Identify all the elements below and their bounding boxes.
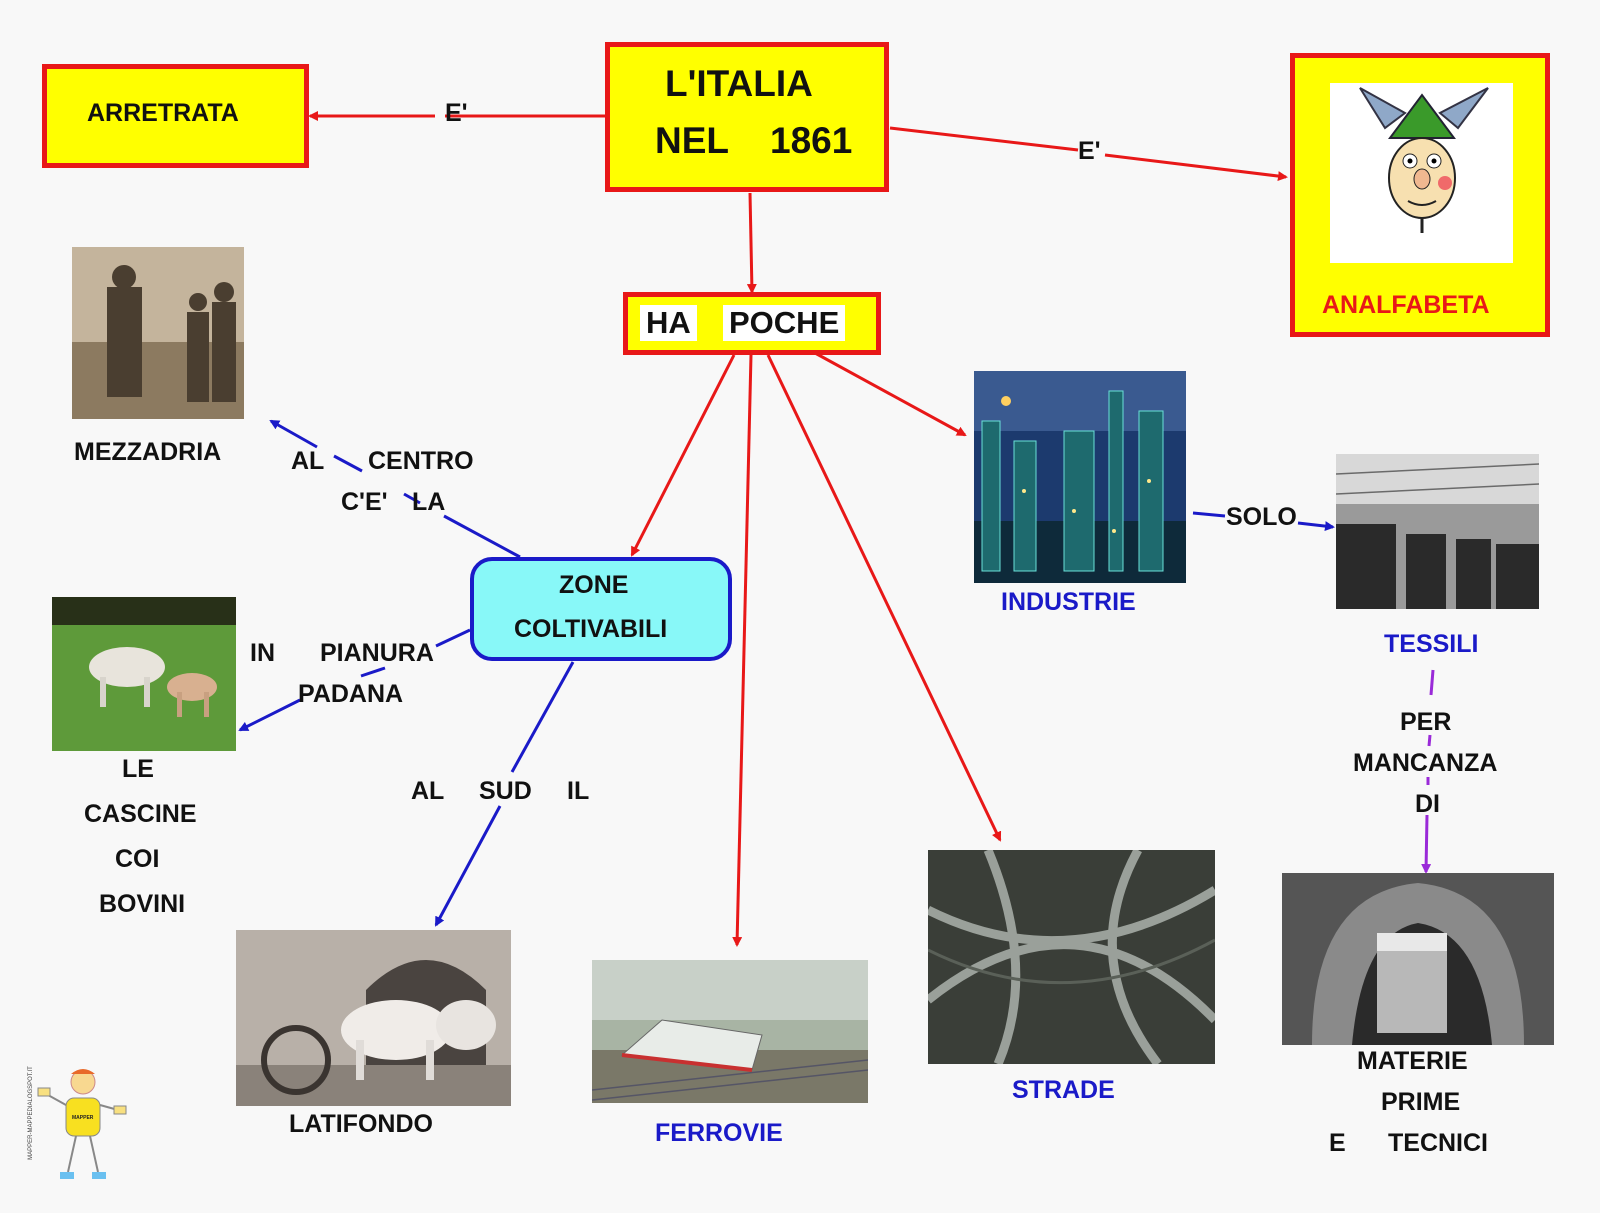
cascine-line2: CASCINE bbox=[84, 800, 197, 828]
clown-image bbox=[1330, 83, 1513, 263]
pianura-link-padana: PADANA bbox=[298, 680, 404, 708]
zone-line1: ZONE bbox=[559, 571, 629, 599]
link-e-left: E' bbox=[445, 99, 468, 127]
tessili-image bbox=[1336, 454, 1539, 609]
centro-link-la: LA bbox=[412, 488, 446, 516]
arrow-to-zone bbox=[630, 354, 736, 557]
materie-tecnici: TECNICI bbox=[1388, 1129, 1488, 1157]
ferrovie-image bbox=[592, 960, 868, 1103]
sud-link-il: IL bbox=[567, 777, 590, 805]
arrow-to-tessili bbox=[1192, 511, 1226, 518]
arrow-to-strade bbox=[766, 354, 1002, 842]
sud-link-sud: SUD bbox=[479, 777, 532, 805]
centro-link-al: AL bbox=[291, 447, 325, 475]
industrie-image bbox=[974, 371, 1186, 583]
analfabeta-label: ANALFABETA bbox=[1322, 291, 1490, 319]
pianura-link-in: IN bbox=[250, 639, 275, 667]
analfabeta-node: ANALFABETA bbox=[1290, 53, 1550, 337]
ha-poche-node: HA POCHE bbox=[623, 292, 881, 355]
mezzadria-label: MEZZADRIA bbox=[74, 438, 222, 466]
arretrata-node: ARRETRATA bbox=[42, 64, 309, 168]
zone-coltivabili-node: ZONE COLTIVABILI bbox=[470, 557, 732, 661]
strade-label: STRADE bbox=[1012, 1076, 1115, 1104]
cascine-image bbox=[52, 597, 236, 751]
arrow-to-industrie bbox=[814, 351, 967, 437]
arrow-to-ferrovie bbox=[732, 354, 753, 947]
centro-link-centro: CENTRO bbox=[368, 447, 474, 475]
link-e-right: E' bbox=[1078, 137, 1101, 165]
cascine-line4: BOVINI bbox=[99, 890, 186, 918]
arrow-to-mezzadria bbox=[443, 514, 521, 559]
mancanza-link-mancanza: MANCANZA bbox=[1353, 749, 1498, 777]
materie-e: E bbox=[1329, 1129, 1346, 1157]
mapper-logo: MAPPER-MAPPEDIALOGSPOT.IT MAPPER bbox=[28, 1060, 128, 1190]
mezzadria-image bbox=[72, 247, 244, 419]
materie-line1: MATERIE bbox=[1357, 1047, 1468, 1075]
arrow-to-analfabeta bbox=[889, 126, 1079, 152]
ha-label: HA bbox=[640, 305, 697, 341]
arrow-to-latifondo bbox=[510, 661, 575, 773]
root-title-nel: NEL bbox=[655, 120, 729, 161]
root-title-year: 1861 bbox=[770, 120, 853, 161]
cascine-line1: LE bbox=[122, 755, 154, 783]
ferrovie-label: FERROVIE bbox=[655, 1119, 783, 1147]
solo-link: SOLO bbox=[1226, 503, 1297, 531]
root-node: L'ITALIA NEL 1861 bbox=[605, 42, 889, 192]
latifondo-image bbox=[236, 930, 511, 1106]
materie-line2: PRIME bbox=[1381, 1088, 1461, 1116]
arrow-to-cascine bbox=[435, 628, 471, 648]
zone-line2: COLTIVABILI bbox=[514, 615, 668, 643]
pianura-link-pianura: PIANURA bbox=[320, 639, 434, 667]
tessili-label: TESSILI bbox=[1384, 630, 1479, 658]
arretrata-label: ARRETRATA bbox=[87, 99, 239, 127]
materie-image bbox=[1282, 873, 1554, 1045]
latifondo-label: LATIFONDO bbox=[289, 1110, 433, 1138]
centro-link-ce: C'E' bbox=[341, 488, 388, 516]
sud-link-al: AL bbox=[411, 777, 445, 805]
root-title-line1: L'ITALIA bbox=[665, 63, 813, 104]
poche-label: POCHE bbox=[723, 305, 846, 341]
mancanza-link-per: PER bbox=[1400, 708, 1452, 736]
strade-image bbox=[928, 850, 1215, 1064]
industrie-label: INDUSTRIE bbox=[1001, 588, 1136, 616]
arrow-to-materie bbox=[1429, 669, 1435, 696]
cascine-line3: COI bbox=[115, 845, 160, 873]
arrow-to-ha-poche bbox=[746, 192, 757, 294]
mancanza-link-di: DI bbox=[1415, 790, 1440, 818]
logo-shirt-text: MAPPER bbox=[72, 1115, 94, 1121]
